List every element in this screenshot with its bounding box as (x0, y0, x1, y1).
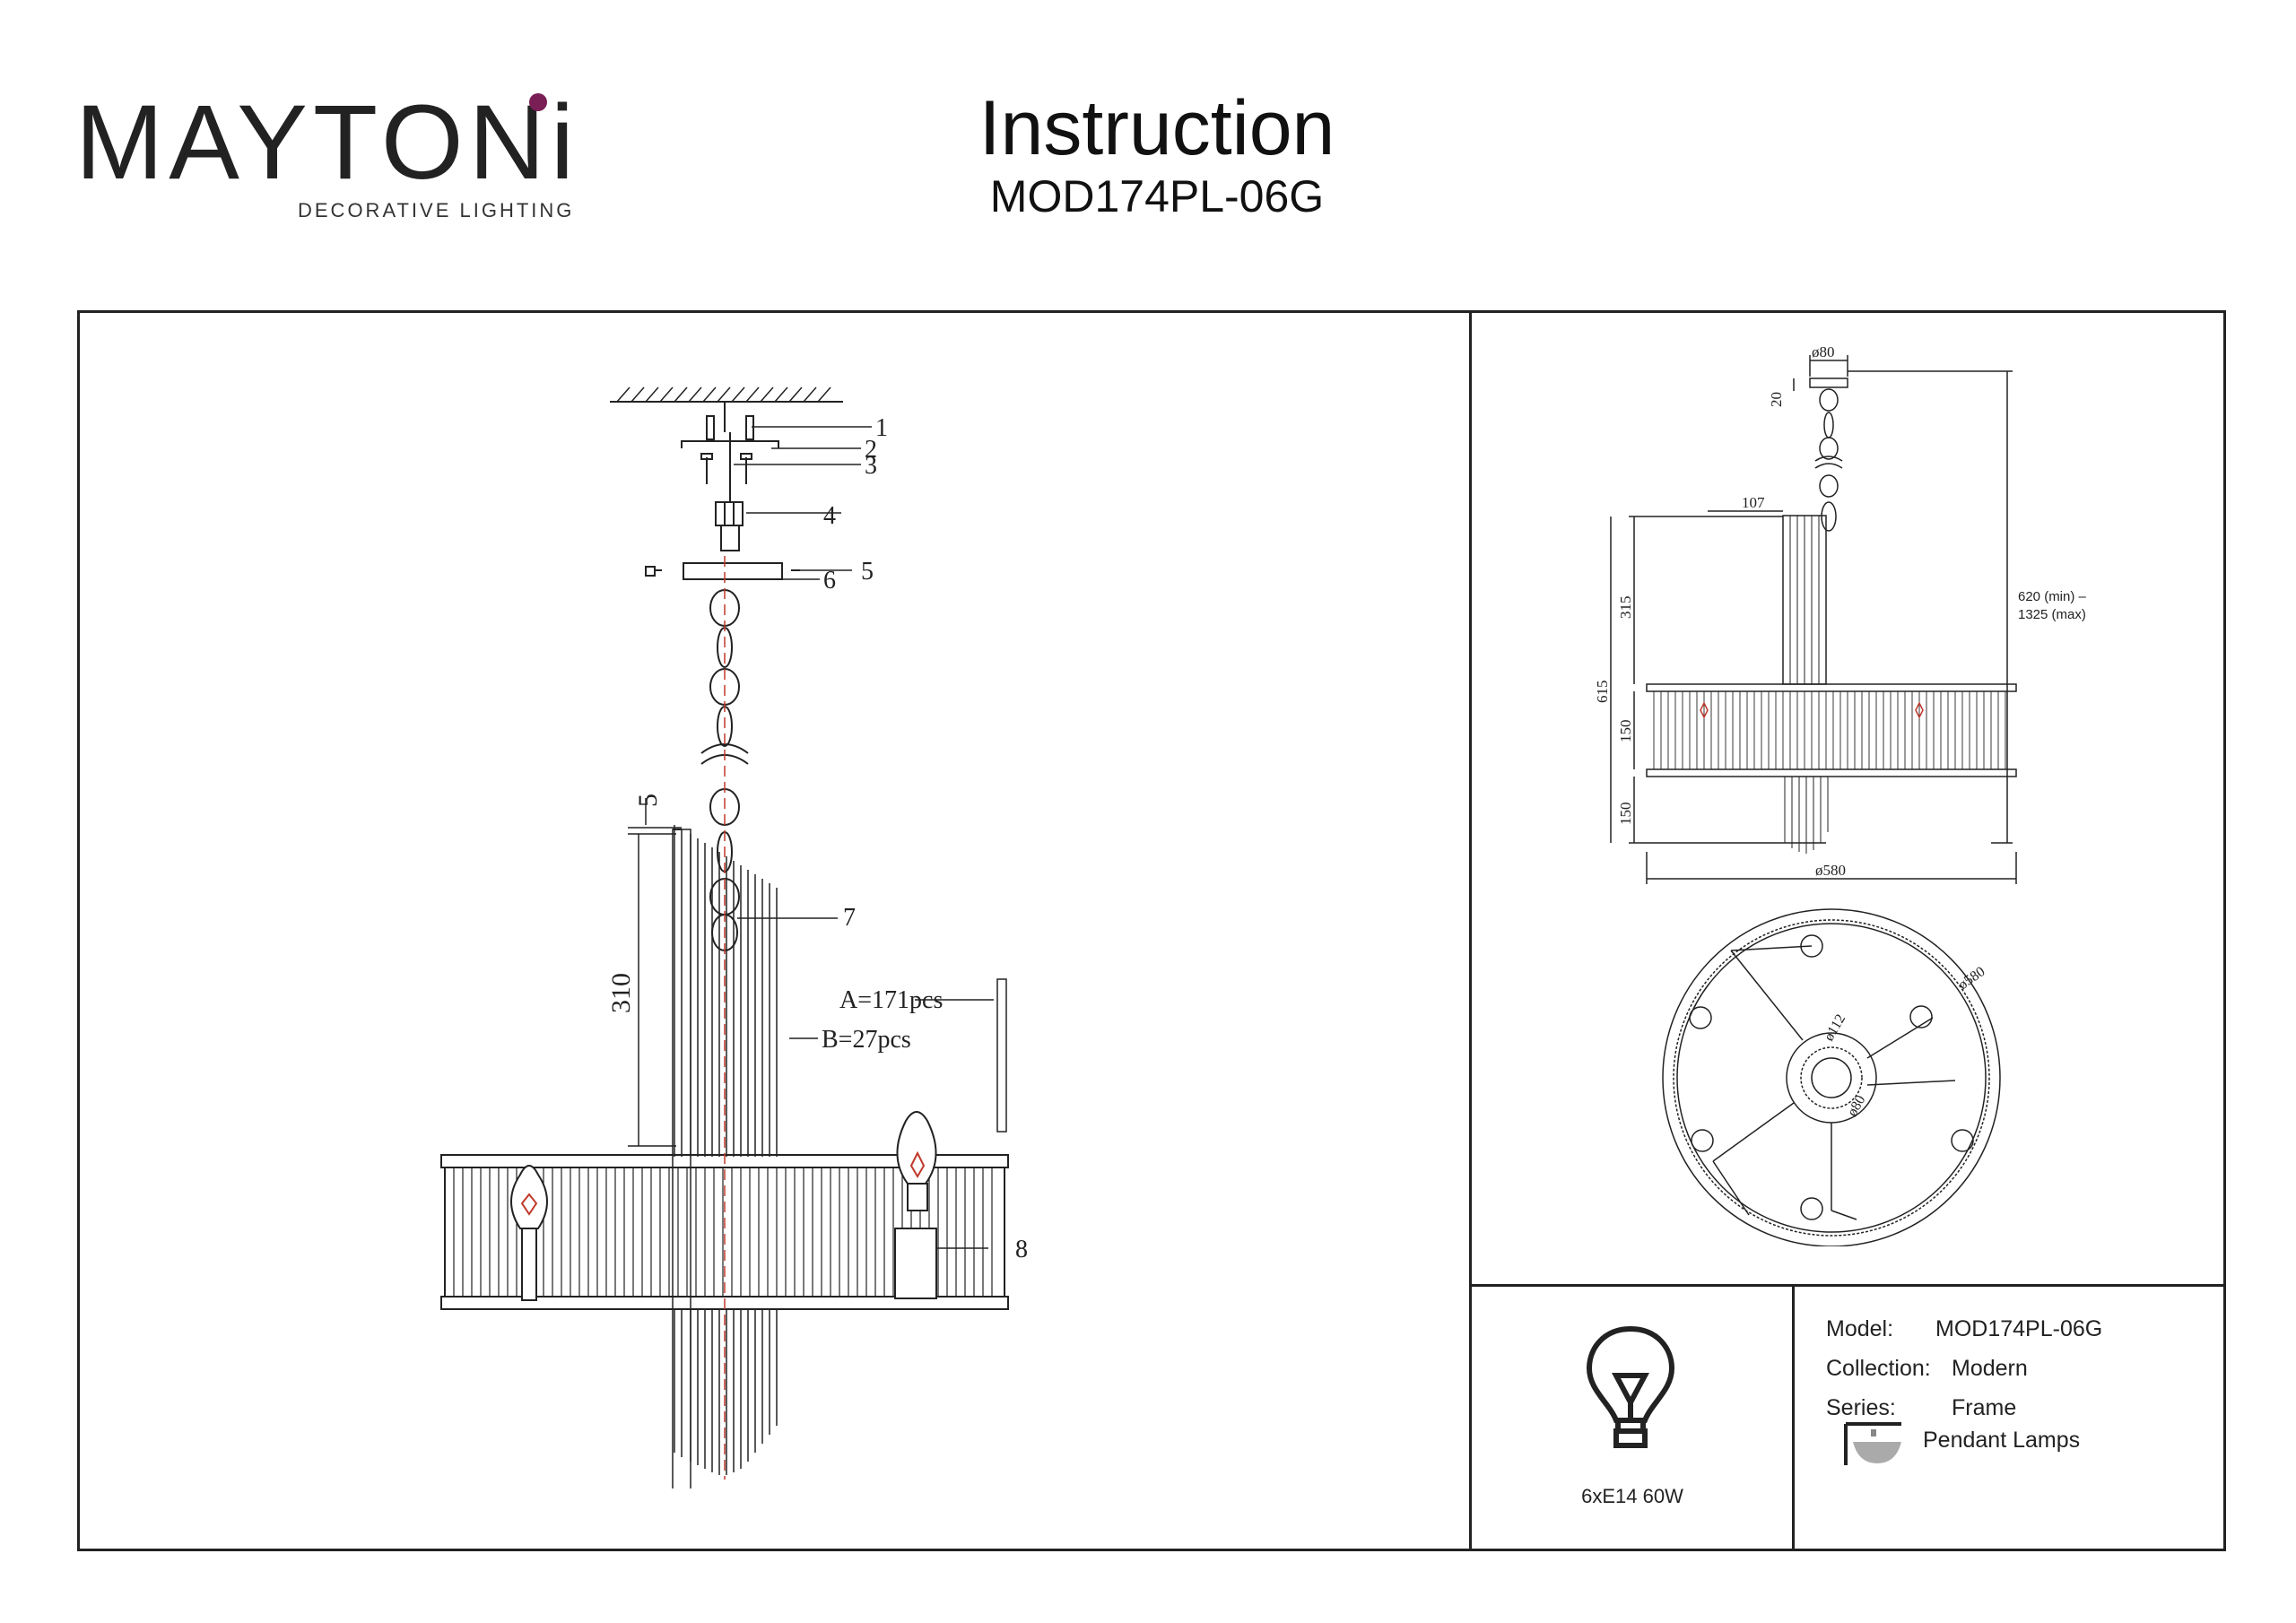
top-view-drawing: ø580 ø112 ø80 (1662, 908, 2001, 1246)
dim-ring-h: 150 (1617, 720, 1634, 743)
callout-4: 4 (823, 502, 836, 530)
side-view-drawing: ø80 20 107 315 615 150 150 ø580 620 (min… (1594, 343, 2087, 884)
dim-upper-height: 310 (606, 973, 636, 1013)
callout-3: 3 (865, 452, 877, 480)
power-rating: 6xE14 60W (1581, 1485, 1683, 1507)
type-value: Pendant Lamps (1923, 1428, 2081, 1453)
model-number: MOD174PL-06G (989, 171, 1325, 221)
part-b-label: B=27pcs (822, 1026, 911, 1054)
pendant-lamp-icon (1844, 1422, 1901, 1465)
collection-value: Modern (1952, 1356, 2028, 1381)
brand-logo: MAYTONi DECORATIVE LIGHTING (75, 90, 574, 224)
page-title: Instruction (978, 85, 1335, 171)
series-value: Frame (1952, 1395, 2017, 1420)
callout-6: 6 (823, 567, 836, 595)
callout-5: 5 (861, 558, 874, 586)
brand-tagline: DECORATIVE LIGHTING (298, 199, 575, 221)
dim-diameter: ø580 (1815, 862, 1846, 879)
series-label: Series: (1826, 1395, 1896, 1420)
height-max: 1325 (max) (2018, 607, 2086, 622)
bulb-icon (1586, 1325, 1675, 1448)
callout-2: 2 (865, 436, 877, 464)
top-inner-dia: ø80 (1845, 1093, 1869, 1119)
info-divider-vertical (1792, 1284, 1795, 1551)
dim-total-h: 615 (1594, 681, 1611, 704)
collection-label: Collection: (1826, 1356, 1931, 1381)
frame-divider-vertical (1469, 310, 1472, 1551)
assembly-drawing: 1 2 3 4 5 6 7 8 A=171pcs B=27pcs 5 310 (440, 386, 1028, 1488)
dim-lower-h: 150 (1617, 803, 1634, 826)
callout-7: 7 (843, 904, 856, 932)
dim-gap: 5 (633, 794, 663, 807)
model-label: Model: (1826, 1316, 1894, 1341)
top-outer-dia: ø580 (1956, 964, 1988, 993)
callout-8: 8 (1015, 1236, 1028, 1263)
height-min: 620 (min) – (2018, 589, 2087, 604)
callout-1: 1 (875, 414, 888, 442)
model-value: MOD174PL-06G (1935, 1316, 2103, 1341)
drawing-frame (77, 310, 2226, 1551)
dim-offset: 107 (1742, 494, 1765, 511)
brand-name: MAYTONi (75, 83, 580, 202)
top-hub-dia: ø112 (1822, 1011, 1848, 1044)
dim-canopy-dia: ø80 (1812, 343, 1835, 360)
frame-divider-horizontal (1469, 1284, 2226, 1287)
dim-canopy-h: 20 (1768, 392, 1785, 407)
part-a-label: A=171pcs (839, 986, 943, 1014)
dim-upper-h: 315 (1617, 596, 1634, 620)
brand-accent-dot (529, 93, 547, 111)
